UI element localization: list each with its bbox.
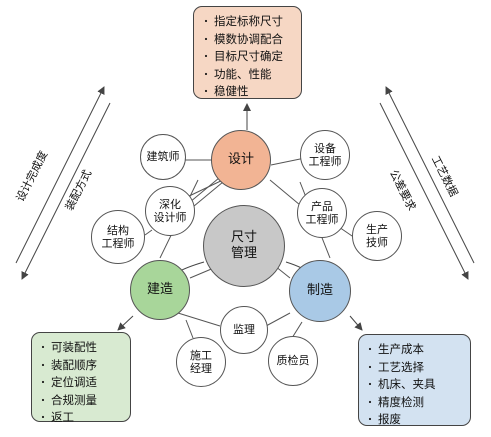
design-item: 指定标称尺寸 (204, 13, 301, 31)
design-requirements-box: 指定标称尺寸 模数协调配合 目标尺寸确定 功能、性能 稳健性 (193, 6, 302, 99)
construction-item: 合规测量 (41, 392, 130, 410)
construction-requirements-box: 可装配性 装配顺序 定位调适 合规测量 返工 (31, 332, 131, 424)
equipment-engineer-label: 设备 工程师 (308, 141, 342, 169)
construction-item: 可装配性 (41, 339, 130, 357)
design-label: 设计 (227, 152, 254, 167)
manufacturing-node: 制造 (289, 260, 351, 322)
manufacturing-requirements-box: 生产成本 工艺选择 机床、夹具 精度检测 报废 (358, 334, 471, 426)
architect-label: 建筑师 (146, 150, 180, 164)
structural-engineer-node: 结构 工程师 (91, 210, 145, 264)
detail-designer-node: 深化 设计师 (145, 186, 195, 236)
construction-manager-node: 施工 经理 (176, 337, 226, 387)
supervision-label: 监理 (233, 323, 255, 337)
product-engineer-node: 产品 工程师 (297, 188, 347, 238)
construction-manager-label: 施工 经理 (190, 348, 212, 376)
production-technician-label: 生产 技师 (366, 222, 388, 250)
design-item: 稳健性 (204, 83, 301, 101)
construction-node: 建造 (130, 260, 190, 320)
inspector-label: 质检员 (276, 354, 310, 368)
design-node: 设计 (211, 130, 271, 190)
manufacturing-item: 机床、夹具 (368, 376, 470, 394)
manufacturing-item: 精度检测 (368, 394, 470, 412)
inspector-node: 质检员 (268, 336, 318, 386)
design-item: 功能、性能 (204, 66, 301, 84)
production-technician-node: 生产 技师 (352, 211, 402, 261)
dimension-management-label: 尺寸 管理 (230, 230, 257, 261)
construction-item: 返工 (41, 409, 130, 427)
construction-item: 装配顺序 (41, 357, 130, 375)
construction-label: 建造 (146, 282, 173, 297)
design-item: 模数协调配合 (204, 31, 301, 49)
equipment-engineer-node: 设备 工程师 (300, 130, 350, 180)
supervision-node: 监理 (220, 306, 268, 354)
manufacturing-item: 报废 (368, 411, 470, 429)
construction-item: 定位调适 (41, 374, 130, 392)
design-item: 目标尺寸确定 (204, 48, 301, 66)
detail-designer-label: 深化 设计师 (153, 197, 187, 225)
product-engineer-label: 产品 工程师 (305, 199, 339, 227)
manufacturing-label: 制造 (306, 283, 333, 298)
structural-engineer-label: 结构 工程师 (101, 223, 135, 251)
manufacturing-item: 工艺选择 (368, 359, 470, 377)
architect-node: 建筑师 (140, 134, 186, 180)
dimension-management-node: 尺寸 管理 (203, 205, 285, 287)
manufacturing-item: 生产成本 (368, 341, 470, 359)
